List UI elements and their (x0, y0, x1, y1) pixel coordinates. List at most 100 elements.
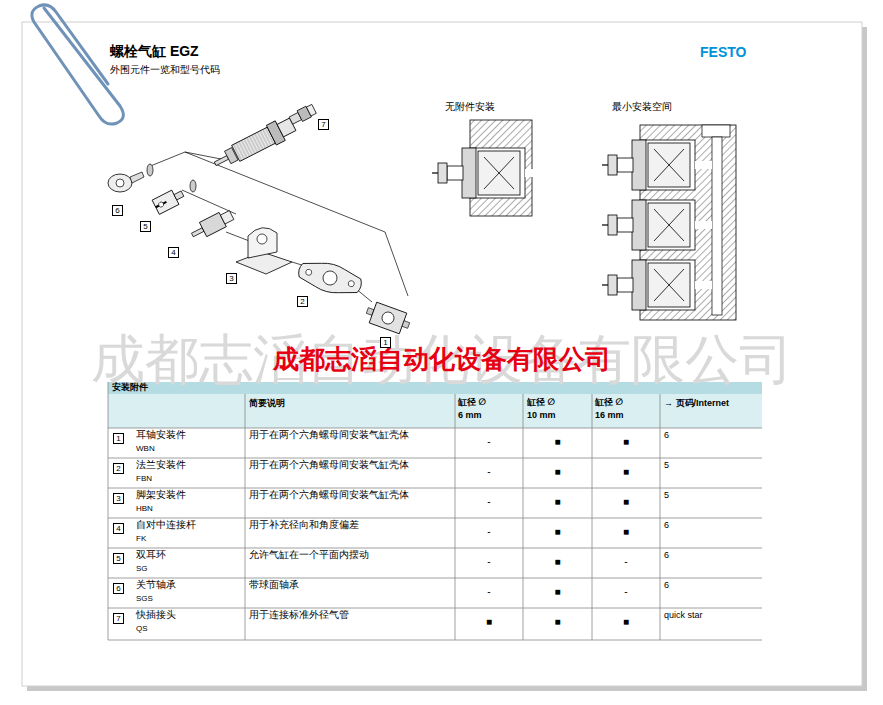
callout-text: 1 (383, 338, 387, 347)
description: 用于补充径向和角度偏差 (249, 520, 359, 531)
availability-mark: ■ (523, 496, 592, 508)
callout-number: 7 (113, 613, 124, 624)
section-manifold (702, 125, 730, 137)
table-heading: 安装附件 (112, 382, 148, 392)
description: 用于在两个六角螺母间安装气缸壳体 (249, 490, 409, 501)
table-grid (592, 394, 593, 640)
callout-number: 5 (140, 221, 151, 232)
page-ref: 6 (664, 520, 669, 530)
rod-eye-part (147, 164, 153, 176)
availability-mark: ■ (523, 616, 592, 628)
section-single (432, 120, 542, 216)
table-grid (108, 394, 762, 428)
page-ref: 6 (664, 430, 669, 440)
availability-mark: ■ (592, 436, 660, 448)
table-grid (455, 394, 456, 640)
callout-number: 3 (226, 273, 237, 284)
availability-mark: ■ (523, 586, 592, 598)
availability-mark: - (455, 436, 523, 448)
part-name: 脚架安装件 (136, 490, 186, 501)
callout-text: 6 (116, 584, 120, 593)
table-grid (108, 578, 762, 579)
trunnion-part (402, 321, 410, 329)
page-ref: 5 (664, 460, 669, 470)
table-grid (108, 548, 762, 549)
brand-logo: FESTO (700, 44, 746, 60)
availability-mark: ■ (523, 556, 592, 568)
availability-mark: - (455, 466, 523, 478)
availability-mark: ■ (523, 436, 592, 448)
callout-number: 4 (168, 247, 179, 258)
type-code: QS (136, 624, 148, 633)
trunnion-part (380, 310, 395, 325)
part-name: 耳轴安装件 (136, 430, 186, 441)
description: 用于在两个六角螺母间安装气缸壳体 (249, 460, 409, 471)
flange-part (295, 256, 364, 300)
flange-part (321, 269, 338, 286)
table-grid (108, 382, 762, 640)
callout-text: 5 (116, 554, 120, 563)
type-code: SGS (136, 594, 153, 603)
callout-number: 5 (113, 553, 124, 564)
rod-eye-part (116, 179, 124, 187)
callout-text: 4 (171, 248, 175, 257)
push-in-fitting (306, 104, 316, 116)
part-name: 自对中连接杆 (136, 520, 196, 531)
part-name: 关节轴承 (136, 580, 176, 591)
page-ref: 6 (664, 550, 669, 560)
availability-mark: - (592, 556, 660, 568)
leader-lines (185, 152, 408, 296)
cylinder-part (232, 127, 276, 161)
paper-clip (32, 5, 123, 124)
foot-bracket-part (236, 252, 292, 274)
availability-mark: - (455, 556, 523, 568)
page-ref: 5 (664, 490, 669, 500)
section-manifold (695, 281, 712, 289)
rod-eye-part (130, 172, 144, 183)
column-header: 缸径 ∅ (527, 397, 555, 407)
column-header: 缸径 ∅ (458, 397, 486, 407)
column-header: 简要说明 (249, 398, 285, 408)
section-manifold (712, 137, 722, 315)
callout-text: 3 (229, 274, 233, 283)
table-grid (108, 640, 762, 641)
foot-bracket-part (248, 228, 277, 258)
callout-number: 3 (113, 493, 124, 504)
description: 用于在两个六角螺母间安装气缸壳体 (249, 430, 409, 441)
type-code: FK (136, 534, 146, 543)
part-name: 快插接头 (136, 610, 176, 621)
rod-eye-part (108, 164, 153, 192)
push-in-fitting (288, 103, 317, 125)
column-header: 6 mm (458, 410, 482, 420)
table-grid (523, 394, 524, 640)
callout-number: 1 (380, 337, 391, 348)
callout-number: 2 (297, 296, 308, 307)
coupling-part (191, 228, 204, 237)
clevis-part (152, 187, 186, 215)
callout-number: 1 (113, 433, 124, 444)
availability-mark: ■ (523, 466, 592, 478)
callout-number: 6 (113, 583, 124, 594)
section-manifold (602, 125, 736, 320)
figure-caption: 最小安装空间 (612, 101, 672, 113)
foot-bracket-part (257, 234, 267, 244)
clevis-part (156, 202, 167, 207)
availability-mark: ■ (592, 526, 660, 538)
watermark: 成都志滔自动化设备有限公司 (0, 345, 883, 375)
column-header: 缸径 ∅ (595, 397, 623, 407)
availability-mark: ■ (455, 616, 523, 628)
coupling-part (220, 211, 233, 224)
table-grid (108, 518, 762, 519)
callout-text: 4 (116, 524, 120, 533)
type-code: FBN (136, 474, 152, 483)
callout-text: 2 (116, 464, 120, 473)
availability-mark: ■ (523, 526, 592, 538)
callout-text: 2 (300, 297, 304, 306)
description: 带球面轴承 (249, 580, 299, 591)
part-name: 法兰安装件 (136, 460, 186, 471)
section-manifold (602, 260, 712, 310)
table-grid (108, 458, 762, 459)
figure-caption: 无附件安装 (445, 101, 495, 113)
